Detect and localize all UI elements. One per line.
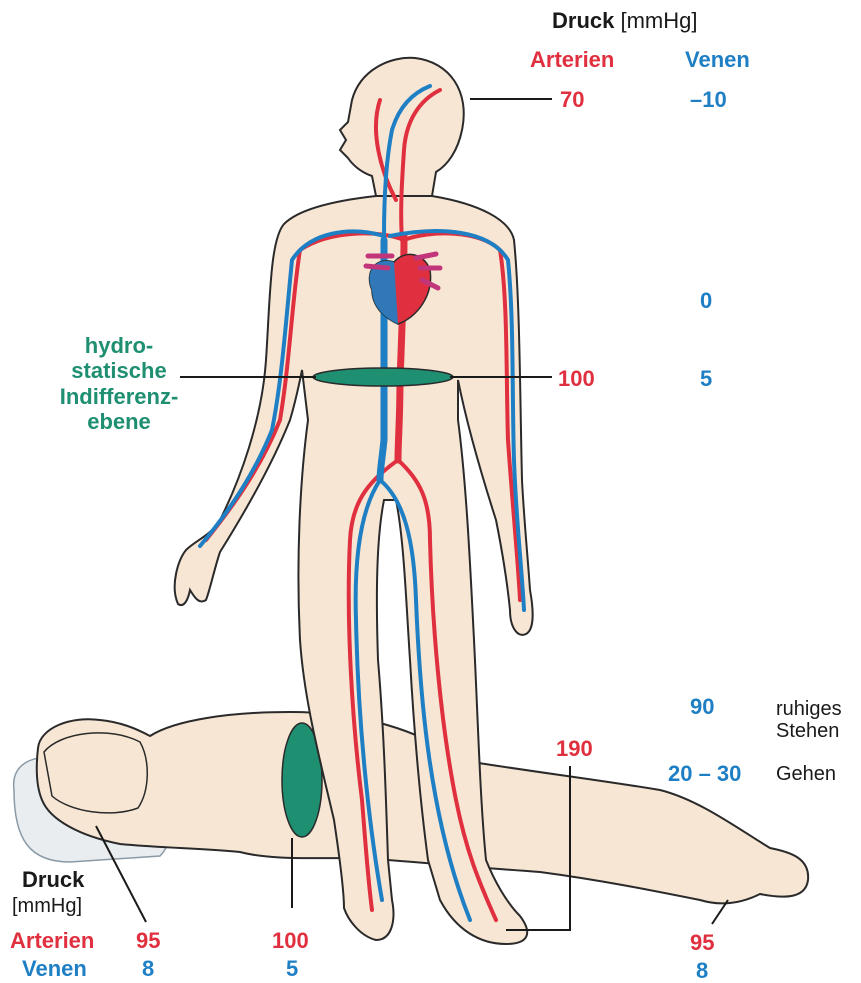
lying-figure [14,712,808,903]
lying-arterien: Arterien [10,930,94,952]
indifference-plane-line2: statische [56,358,182,383]
head-venous-pressure: –10 [690,89,727,111]
header-venen: Venen [685,49,750,71]
lying-middle-venous: 5 [286,958,298,980]
lying-druck-unit: [mmHg] [12,896,82,916]
standing-label-line1: ruhiges [776,698,842,720]
foot-venous-walking: 20 – 30 [668,763,741,785]
lying-foot-arterial: 95 [690,932,714,954]
standing-label: ruhiges Stehen [776,698,842,742]
lying-venen: Venen [22,958,87,980]
head-arterial-pressure: 70 [560,89,584,111]
plane-venous-pressure: 5 [700,368,712,390]
lying-head-arterial: 95 [136,930,160,952]
indifference-plane-label: hydro- statische Indifferenz- ebene [56,333,182,434]
lying-head [44,733,147,813]
walking-label: Gehen [776,764,836,784]
lying-head-venous: 8 [142,958,154,980]
foot-arterial-pressure: 190 [556,738,593,760]
standing-indifference-plane [313,368,453,386]
header-druck-bold: Druck [552,8,614,33]
lying-middle-arterial: 100 [272,930,309,952]
indifference-plane-line3: Indifferenz- [56,384,182,409]
lying-foot-venous: 8 [696,960,708,982]
header-arterien: Arterien [530,49,614,71]
standing-label-line2: Stehen [776,720,842,742]
heart-venous-pressure: 0 [700,290,712,312]
header-druck-label: Druck [mmHg] [552,10,697,32]
foot-venous-standing: 90 [690,696,714,718]
plane-arterial-pressure: 100 [558,368,595,390]
indifference-plane-line1: hydro- [56,333,182,358]
header-druck-unit: [mmHg] [620,8,697,33]
lying-druck-bold: Druck [22,869,84,891]
indifference-plane-line4: ebene [56,409,182,434]
